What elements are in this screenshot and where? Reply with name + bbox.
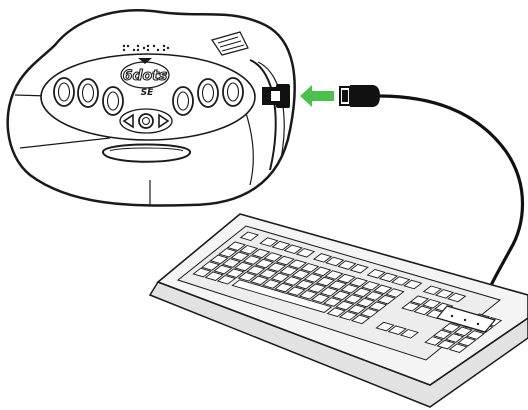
usb-plug-device-end <box>262 84 290 108</box>
key-dot-6[interactable] <box>223 78 243 106</box>
key-dot-1[interactable] <box>103 87 123 115</box>
direction-arrow-icon <box>300 85 334 107</box>
logo-sub-text: SE <box>141 88 154 98</box>
key-dot-5[interactable] <box>198 79 218 107</box>
key-dot-3[interactable] <box>54 78 74 106</box>
logo-text: 6dots <box>123 68 167 84</box>
key-dot-2[interactable] <box>78 79 98 107</box>
space-bar[interactable] <box>103 145 190 162</box>
braille-device: 6dots SE <box>8 10 295 215</box>
keyboard <box>150 214 528 407</box>
key-dot-4[interactable] <box>173 87 193 115</box>
navigation-cluster <box>120 109 172 133</box>
circle-button-icon[interactable] <box>139 114 153 128</box>
usb-plug-cable-end <box>340 85 380 107</box>
